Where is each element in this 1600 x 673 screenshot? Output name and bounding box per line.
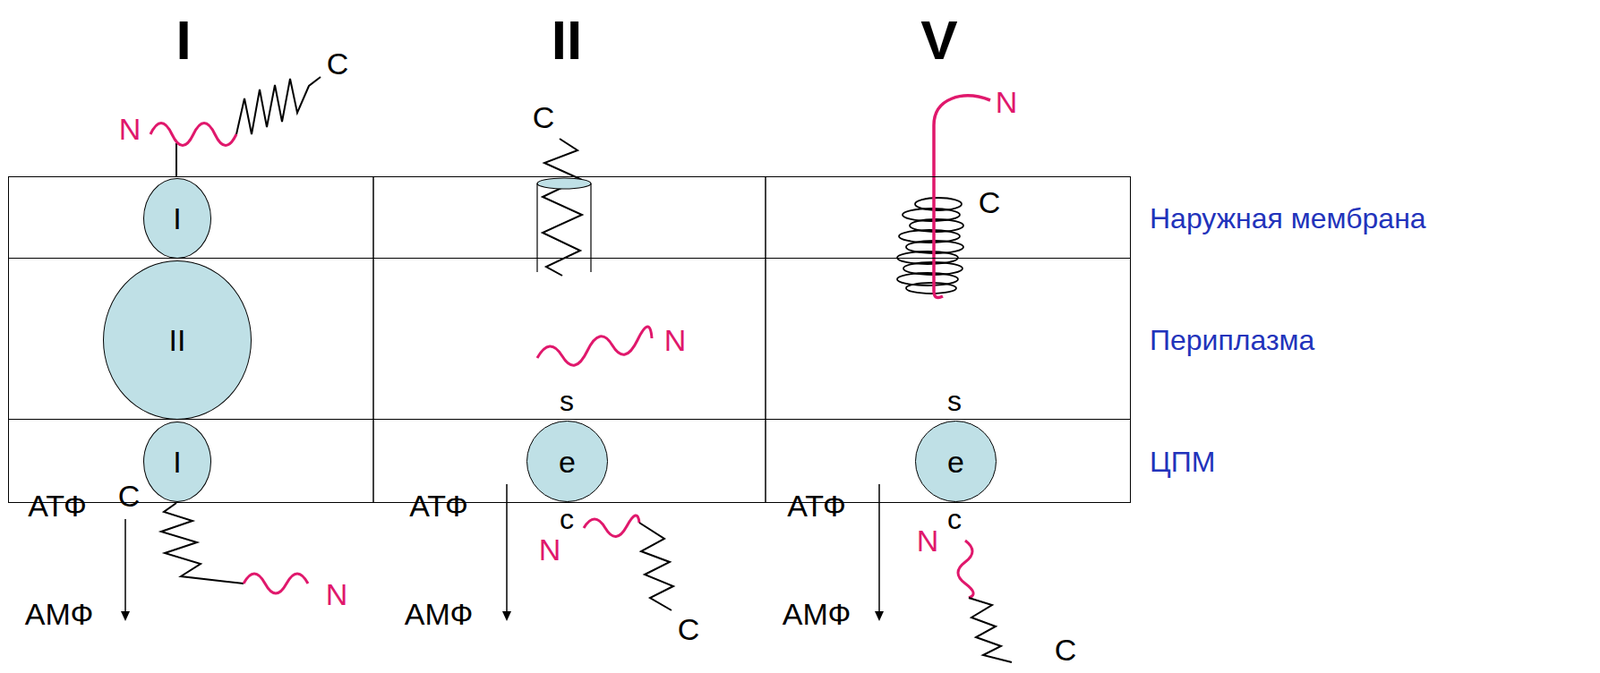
signal-peptide — [537, 326, 652, 366]
nucleotide-label: АМФ — [782, 598, 851, 630]
membrane-band: Наружная мембранаI — [8, 176, 1131, 259]
transport-protein: e — [526, 420, 608, 503]
protein-chain — [968, 598, 1012, 663]
transport-protein: II — [102, 260, 252, 420]
protein-chain — [542, 138, 582, 276]
arrow-head — [874, 611, 884, 622]
signal-peptide — [150, 123, 237, 146]
reaction-arrow — [124, 519, 127, 613]
signal-peptide — [583, 515, 640, 538]
protein-chain — [639, 522, 674, 611]
transport-protein: e — [915, 420, 997, 503]
system-number: V — [920, 12, 958, 69]
terminus-label: C — [326, 48, 350, 79]
signal-peptide — [243, 573, 309, 594]
sec-letter: s — [559, 386, 574, 416]
membrane-band: ЦПМIee — [8, 419, 1131, 504]
protein-label: I — [172, 203, 181, 234]
reaction-arrow — [505, 484, 508, 613]
terminus-label: C — [1054, 634, 1078, 666]
terminus-label: N — [916, 525, 940, 557]
sec-letter: c — [947, 504, 962, 534]
protein-label: II — [169, 325, 187, 356]
protein-chain — [161, 503, 244, 584]
band-label: ЦПМ — [1149, 445, 1215, 480]
system-number: I — [175, 12, 191, 69]
terminus-label: N — [664, 325, 687, 356]
protein-label: I — [172, 446, 181, 478]
nucleotide-label: АТФ — [787, 490, 847, 522]
terminus-label: N — [325, 579, 349, 610]
terminus-label: C — [677, 614, 701, 645]
terminus-label: C — [978, 187, 1002, 218]
terminus-label: C — [118, 480, 141, 512]
column-divider — [372, 176, 375, 503]
column-divider — [764, 176, 767, 503]
sec-letter: c — [559, 504, 574, 534]
terminus-label: N — [539, 534, 562, 565]
band-label: Периплазма — [1149, 323, 1315, 357]
nucleotide-label: АМФ — [25, 598, 94, 630]
nucleotide-label: АТФ — [409, 490, 469, 522]
reaction-arrow — [878, 484, 881, 613]
system-number: II — [551, 12, 582, 69]
pore-wall — [536, 183, 538, 273]
transport-protein: I — [143, 178, 212, 259]
nucleotide-label: АТФ — [27, 490, 87, 522]
beta-barrel-coil — [897, 197, 964, 294]
band-label: Наружная мембрана — [1149, 202, 1427, 236]
pore-ring — [537, 178, 591, 189]
transport-protein: I — [143, 421, 212, 503]
sec-letter: s — [947, 386, 962, 416]
channel-stalk — [175, 143, 178, 178]
terminus-label: C — [532, 102, 556, 133]
protein-label: e — [947, 446, 965, 478]
protein-label: e — [558, 446, 576, 478]
arrow-head — [120, 611, 130, 622]
signal-peptide — [958, 540, 974, 599]
terminus-label: N — [995, 86, 1019, 118]
terminus-label: N — [119, 113, 142, 145]
pore-wall — [590, 183, 591, 273]
arrow-head — [502, 611, 512, 622]
protein-chain — [236, 77, 321, 135]
nucleotide-label: АМФ — [404, 598, 473, 630]
